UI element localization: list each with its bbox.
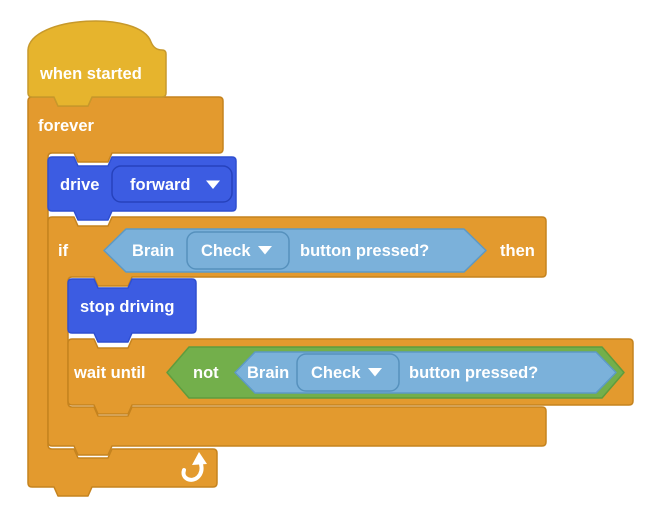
drive-direction-dropdown[interactable]: forward [111, 165, 233, 203]
drive-block[interactable]: drive forward [47, 156, 237, 221]
when-started-hat-shape [27, 20, 167, 107]
if-label: if [58, 242, 69, 260]
stop-driving-label: stop driving [80, 298, 174, 316]
wait-until-label: wait until [73, 364, 146, 382]
caret-down-icon [258, 246, 272, 255]
then-label: then [500, 242, 535, 260]
condition-suffix: button pressed? [300, 242, 429, 260]
wait-until-block[interactable]: wait until not Brain Check button presse… [67, 338, 634, 415]
dropdown-value: Check [201, 242, 251, 260]
loop-arrow-icon [181, 452, 207, 482]
if-then-block[interactable]: if then Brain Check button pressed? [47, 216, 547, 456]
dropdown-field [296, 353, 400, 392]
drive-label: drive [60, 176, 99, 194]
dropdown-value: forward [130, 176, 191, 194]
stop-driving-shape [67, 278, 197, 343]
when-started-block[interactable]: when started [27, 20, 167, 107]
condition-suffix: button pressed? [409, 364, 538, 382]
loop-arrow-head [192, 452, 207, 465]
stop-driving-block[interactable]: stop driving [67, 278, 197, 343]
dropdown-field [111, 165, 233, 203]
caret-down-icon [206, 180, 220, 189]
brain-button-pressed-condition[interactable]: Brain Check button pressed? [234, 351, 617, 394]
when-started-label: when started [39, 65, 142, 83]
not-operator[interactable]: not Brain Check button pressed? [166, 346, 625, 399]
dropdown-field [186, 231, 290, 270]
condition-prefix: Brain [247, 364, 289, 382]
not-label: not [193, 364, 219, 382]
condition-prefix: Brain [132, 242, 174, 260]
loop-arrow-curve [181, 462, 204, 482]
brain-button-dropdown[interactable]: Check [186, 231, 290, 270]
caret-down-icon [368, 368, 382, 377]
forever-label: forever [38, 117, 95, 135]
brain-button-dropdown[interactable]: Check [296, 353, 400, 392]
forever-block[interactable]: forever [27, 96, 224, 497]
dropdown-value: Check [311, 364, 361, 382]
brain-button-pressed-condition[interactable]: Brain Check button pressed? [103, 228, 487, 273]
